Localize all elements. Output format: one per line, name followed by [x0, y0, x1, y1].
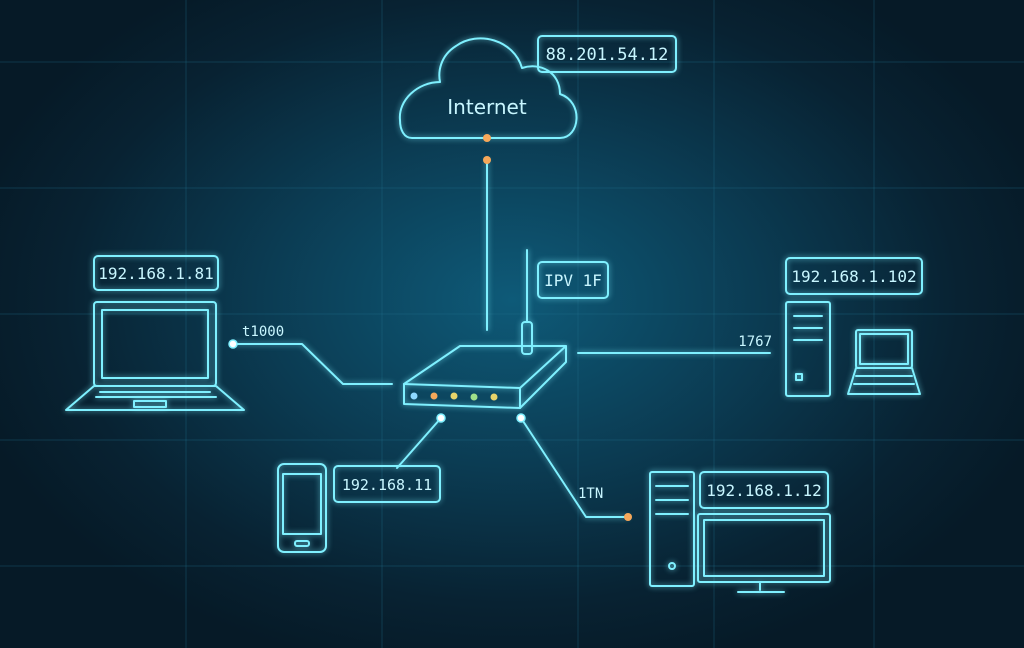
laptop-left-ip-text: 192.168.1.81 — [98, 264, 214, 283]
cloud-icon — [398, 37, 578, 139]
router-label-text: IPV 1F — [544, 271, 602, 290]
router-led — [450, 392, 458, 400]
desktop-bottom-ip-box — [699, 471, 829, 509]
desktop-right-icon — [785, 301, 921, 397]
desktop-right-link-label: 1767 — [738, 334, 772, 350]
cloud-port-dot — [483, 134, 491, 142]
laptop-left-link-label: t1000 — [242, 324, 284, 340]
router-desktop-bottom-dot — [516, 413, 526, 423]
desktop-right-ip-box — [785, 257, 923, 295]
phone-ip-box — [333, 465, 441, 503]
cloud-ip-box — [537, 35, 677, 73]
desktop-right-ip-text: 192.168.1.102 — [791, 267, 916, 286]
laptop-left-link-dot — [228, 339, 238, 349]
desktop-bottom-link-label: 1TN — [578, 486, 603, 502]
desktop-bottom-link-dot — [624, 513, 632, 521]
laptop-left-ip-box — [93, 255, 219, 291]
laptop-left-icon — [65, 301, 245, 411]
link-laptop-router — [232, 343, 393, 385]
router-led — [410, 392, 418, 400]
desktop-bottom-icon — [649, 471, 831, 593]
link-router-phone — [396, 417, 442, 469]
desktop-bottom-ip-text: 192.168.1.12 — [706, 481, 822, 500]
router-led — [430, 392, 438, 400]
phone-icon — [277, 463, 327, 553]
router-phone-dot — [436, 413, 446, 423]
router-label-box — [537, 261, 609, 299]
router-led — [470, 393, 478, 401]
router-leds — [410, 392, 498, 401]
router-led — [490, 393, 498, 401]
phone-ip-text: 192.168.11 — [342, 476, 432, 494]
cloud-ip-text: 88.201.54.12 — [546, 45, 669, 65]
connection-dots — [228, 134, 632, 521]
link-router-desktop-bottom — [520, 417, 629, 518]
cloud-label: Internet — [447, 95, 527, 119]
cloud-link-dot — [483, 156, 491, 164]
router-icon — [403, 249, 567, 409]
